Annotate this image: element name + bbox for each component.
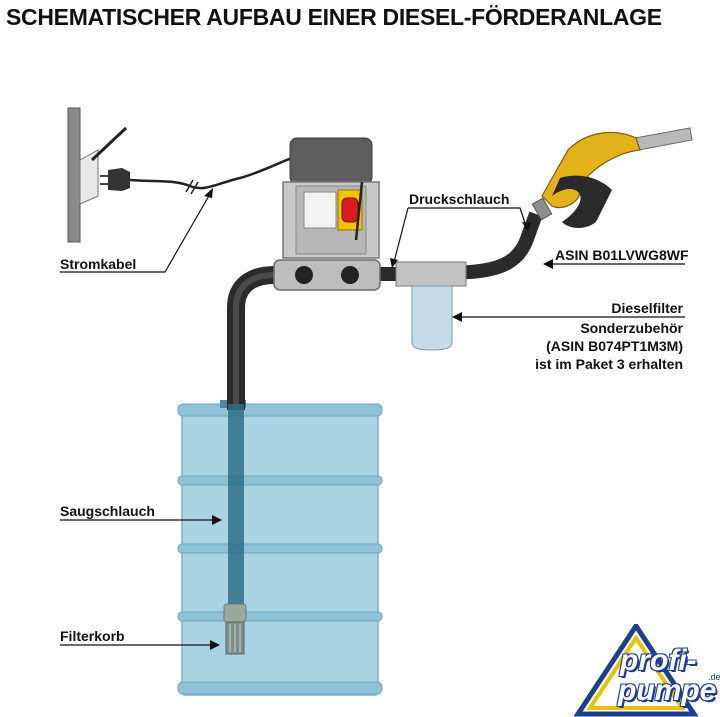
suction-hose-outer (227, 266, 276, 410)
filter-basket (223, 603, 247, 655)
pressure-hose (375, 211, 543, 281)
logo-text-line1: profi- (620, 644, 697, 677)
label-dieselfilter: Dieselfilter (611, 300, 683, 316)
label-saugschlauch: Saugschlauch (60, 503, 155, 519)
label-druckschlauch: Druckschlauch (409, 191, 510, 207)
diesel-filter (395, 261, 467, 351)
label-filter-asin: (ASIN B074PT1M3M) (546, 338, 683, 354)
power-plug (100, 168, 130, 191)
stromkabel-leader (60, 193, 211, 273)
wall-socket (67, 107, 128, 243)
page-title: SCHEMATISCHER AUFBAU EINER DIESEL-FÖRDER… (6, 4, 662, 30)
logo-triangle-icon (574, 624, 699, 717)
fuel-nozzle (531, 127, 693, 228)
logo-tld: .de (708, 672, 720, 682)
diesel-drum (177, 400, 383, 696)
label-stromkabel: Stromkabel (60, 256, 137, 272)
suction-tube-in-drum (228, 404, 244, 604)
label-filterkorb: Filterkorb (60, 628, 125, 644)
logo-text-line2: pumpe (618, 674, 717, 707)
druckschlauch-leader (408, 207, 527, 227)
pump-unit (273, 137, 381, 291)
label-paket-note: ist im Paket 3 erhalten (535, 356, 683, 372)
brand-logo: profi- pumpe .de (574, 624, 720, 717)
label-asin-nozzle: ASIN B01LVWG8WF (555, 247, 689, 263)
label-sonderzubehoer: Sonderzubehör (580, 320, 683, 336)
